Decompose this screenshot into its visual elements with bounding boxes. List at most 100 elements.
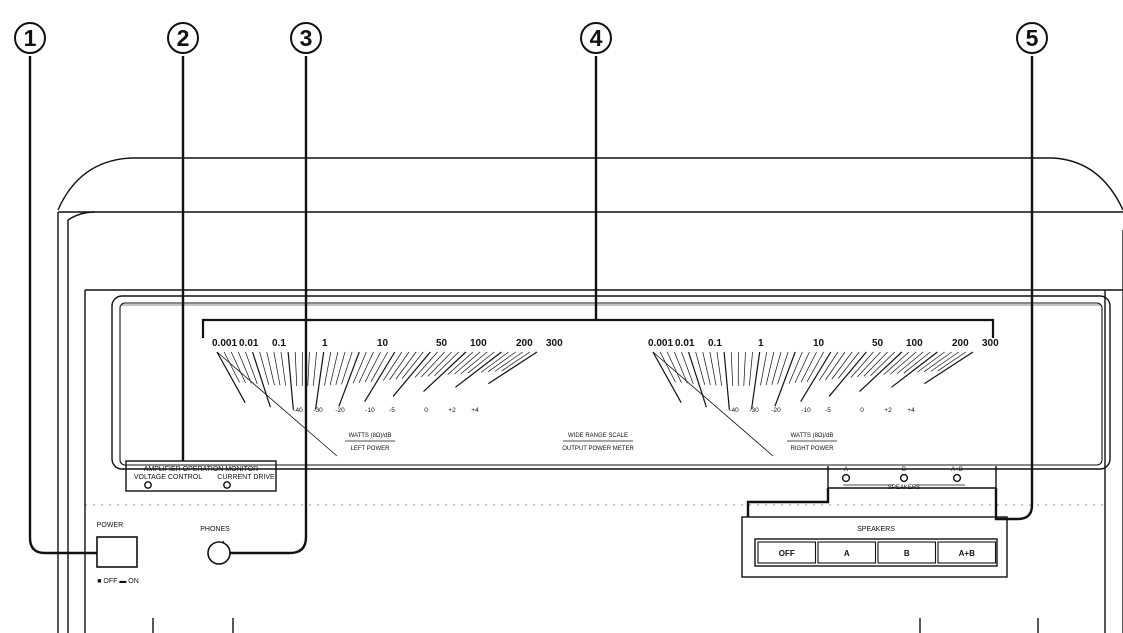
speaker-button-label: B <box>904 549 910 558</box>
power-button[interactable] <box>96 536 138 568</box>
meter-tick <box>259 351 270 385</box>
meter-tick <box>401 351 424 379</box>
callout-1-circle <box>14 22 46 54</box>
meter-tick <box>488 351 538 385</box>
speaker-indicator-a: A <box>844 467 848 473</box>
meter-tick <box>777 351 789 385</box>
meter-tick <box>659 351 676 383</box>
meter-tick <box>681 351 694 385</box>
leader-line-5 <box>994 56 1034 521</box>
speaker-b-led <box>899 473 909 483</box>
meter-tick <box>883 351 910 375</box>
watt-scale-label: 10 <box>813 338 825 349</box>
meter-tick <box>723 351 730 410</box>
meter-tick <box>223 351 240 383</box>
watt-scale-label: 50 <box>872 338 884 349</box>
voltage-control-label: VOLTAGE CONTROL <box>134 474 202 481</box>
meter-tick <box>427 351 452 377</box>
speaker-button-off[interactable] <box>757 541 817 564</box>
watt-scale-label: 300 <box>982 338 999 349</box>
meter-tick <box>389 351 410 381</box>
meter-tick <box>251 351 271 408</box>
watt-scale-label: 0.01 <box>239 338 259 349</box>
meter-tick <box>454 351 481 375</box>
callout-2-circle <box>167 22 199 54</box>
speakers-selector-label: SPEAKERS <box>857 526 895 533</box>
meter-tick <box>501 351 531 372</box>
voltage-control-led <box>144 481 152 489</box>
monitor-box <box>125 460 277 492</box>
phones-label: PHONES <box>200 526 230 533</box>
db-scale-label: -20 <box>771 407 781 414</box>
speaker-ab-led <box>952 473 962 483</box>
meter-tick <box>771 351 782 385</box>
watt-scale-label: 50 <box>436 338 448 349</box>
meter-tick <box>800 351 832 402</box>
meter-tick <box>695 351 706 385</box>
meter-tick <box>652 351 682 403</box>
meter-tick <box>702 351 711 386</box>
meter-tick <box>800 351 817 383</box>
meter-tick <box>831 351 853 380</box>
meter-tick <box>730 351 734 386</box>
meter-tick <box>280 351 286 386</box>
meter-tick <box>825 351 846 381</box>
speaker-indicator-label: SPEAKERS <box>888 485 920 491</box>
callout-5: 5 <box>1026 25 1039 51</box>
meter-tick <box>923 351 952 373</box>
current-drive-label: CURRENT DRIVE <box>217 474 275 481</box>
speaker-indicator-ab: A+B <box>951 467 963 473</box>
meter-tick <box>455 351 502 388</box>
monitor-title: AMPLIFIER OPERATION MONITOR <box>144 466 258 473</box>
current-drive-led <box>223 481 231 489</box>
phones-jack[interactable] <box>207 540 231 565</box>
watt-scale-label: 10 <box>377 338 389 349</box>
meter-tick <box>494 351 523 372</box>
db-scale-label: -30 <box>749 407 759 414</box>
meter-tick <box>917 351 945 373</box>
meter-tick <box>666 351 682 384</box>
right-meter-caption: WATTS (8Ω)/dB <box>791 433 834 439</box>
meter-tick <box>828 351 867 397</box>
meter-tick <box>863 351 888 377</box>
meter-tick <box>857 351 881 378</box>
speaker-button-b[interactable] <box>877 541 937 564</box>
meter-tick <box>709 351 717 386</box>
leader-line-3 <box>230 56 308 555</box>
meter-tick <box>364 351 381 383</box>
meter-needle-line <box>216 351 338 457</box>
leader-line-5b <box>746 488 830 517</box>
meter-tick <box>352 351 367 384</box>
callout-4: 4 <box>590 25 603 51</box>
meter-tick <box>788 351 803 384</box>
speaker-indicator-box <box>827 466 997 489</box>
speaker-button-a[interactable] <box>817 541 877 564</box>
meter-tick <box>850 351 874 378</box>
callout-5-circle <box>1016 22 1048 54</box>
db-scale-label: -40 <box>729 407 739 414</box>
watt-scale-label: 100 <box>470 338 487 349</box>
meter-tick <box>924 351 974 385</box>
speaker-a-led <box>841 473 851 483</box>
meter-tick <box>329 351 339 386</box>
speaker-button-label: OFF <box>779 549 795 558</box>
meter-tick <box>870 351 896 376</box>
meter-tick <box>364 351 396 402</box>
watt-scale-label: 1 <box>758 338 764 349</box>
speaker-button-aplusb[interactable] <box>937 541 997 564</box>
watt-scale-label: 200 <box>952 338 969 349</box>
meter-tick <box>447 351 474 375</box>
meter-tick <box>341 351 353 385</box>
meter-tick <box>774 351 796 407</box>
db-scale-label: +4 <box>907 407 915 414</box>
callout-3-circle <box>290 22 322 54</box>
meter-tick <box>312 351 317 386</box>
meter-tick <box>467 351 495 374</box>
meter-tick <box>765 351 775 386</box>
meter-tick <box>794 351 810 383</box>
meter-tick <box>460 351 488 374</box>
meter-tick <box>383 351 403 381</box>
